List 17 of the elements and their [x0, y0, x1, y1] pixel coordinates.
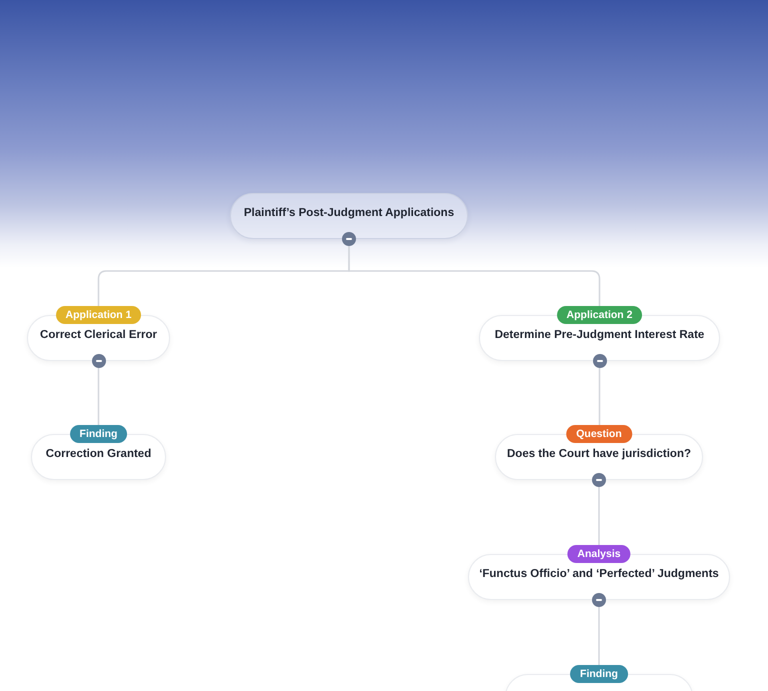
- category-tag: Question: [566, 425, 632, 443]
- connector-line: [348, 246, 600, 306]
- connector-line: [598, 607, 600, 665]
- category-tag: Analysis: [567, 545, 631, 563]
- connector-line: [598, 368, 600, 425]
- category-tag: Finding: [70, 425, 128, 443]
- node-title: ‘Functus Officio’ and ‘Perfected’ Judgments: [479, 567, 719, 582]
- category-tag: Application 1: [56, 306, 142, 324]
- node-title: Does the Court have jurisdiction?: [506, 447, 692, 462]
- connector-line: [98, 368, 100, 425]
- category-tag: Finding: [570, 665, 628, 683]
- node-title: Plaintiff’s Post-Judgment Applications: [244, 206, 454, 221]
- node-title: Correction Granted: [46, 447, 152, 462]
- node-title: Correct Clerical Error: [40, 328, 157, 343]
- node-title: Determine Pre-Judgment Interest Rate: [494, 328, 704, 343]
- category-tag: Application 2: [556, 306, 642, 324]
- connector-line: [598, 487, 600, 545]
